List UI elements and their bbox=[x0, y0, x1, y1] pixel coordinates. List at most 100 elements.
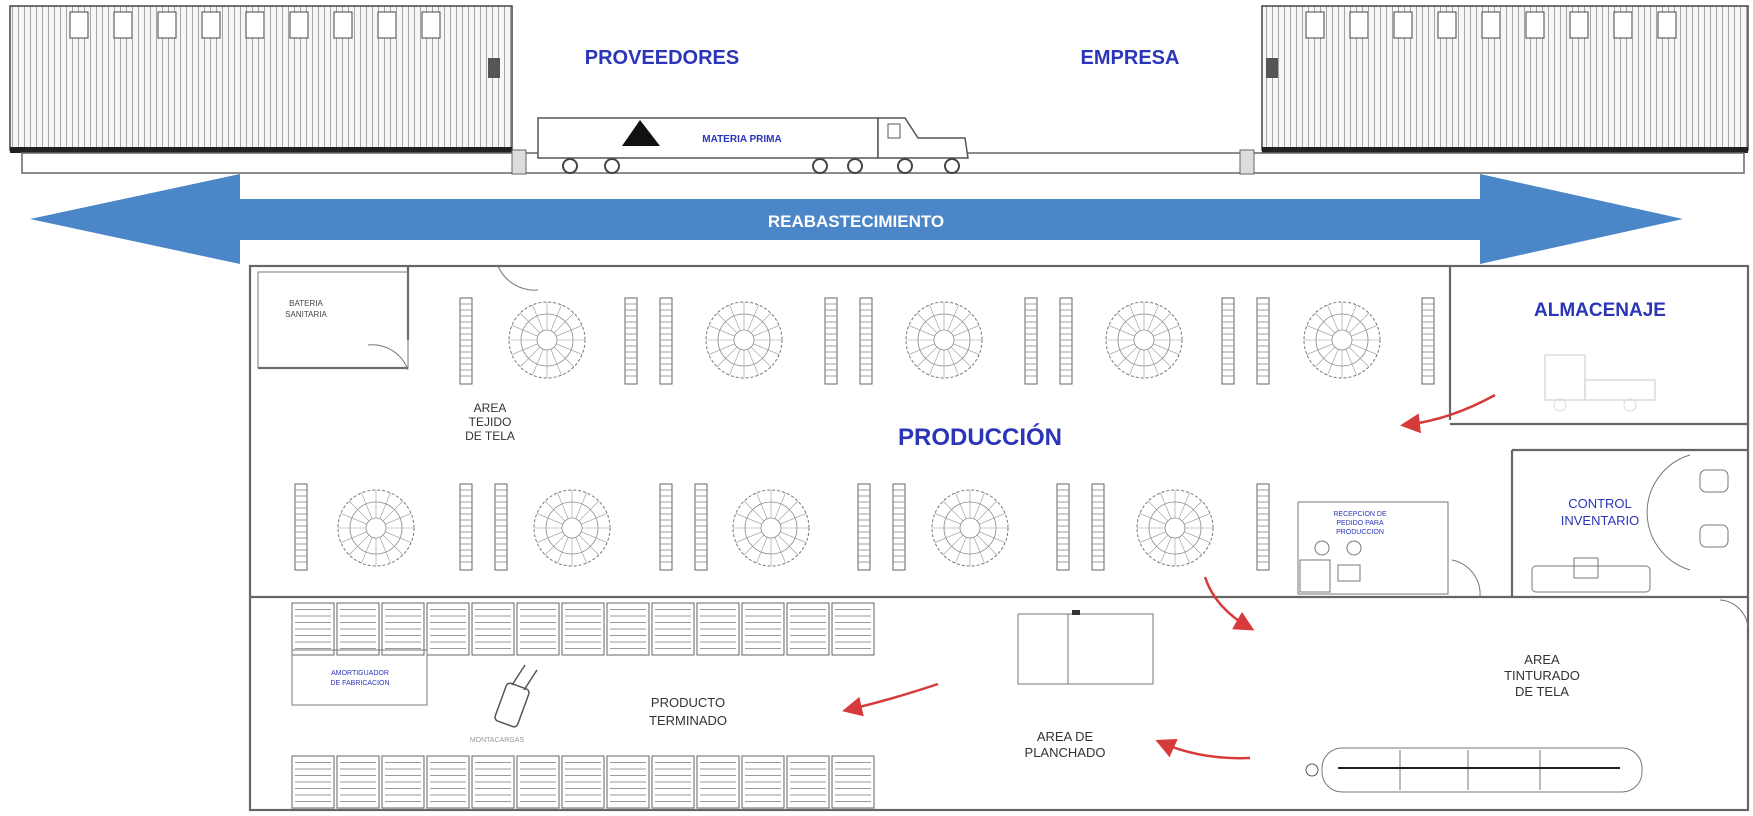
shelf-rack-icon bbox=[426, 755, 470, 809]
window-icon bbox=[1613, 11, 1633, 39]
shelf-rack-icon bbox=[1256, 297, 1270, 385]
amortiguador-label-2: DE FABRICACION bbox=[330, 680, 389, 687]
producto-label-1: PRODUCTO bbox=[651, 695, 725, 710]
shelf-rack-icon bbox=[516, 755, 560, 809]
knitting-machine-icon bbox=[1303, 301, 1381, 379]
window-icon bbox=[1481, 11, 1501, 39]
flow-arrow-icon bbox=[842, 393, 1496, 760]
shelf-rack-icon bbox=[1091, 483, 1105, 571]
planchado-label-2: PLANCHADO bbox=[1025, 745, 1106, 760]
area-tejido-3: DE TELA bbox=[465, 429, 515, 443]
knitting-machine-icon bbox=[337, 489, 415, 567]
recepcion-label-1: RECEPCION DE bbox=[1333, 511, 1387, 518]
almacenaje-label: ALMACENAJE bbox=[1534, 300, 1666, 321]
dyeing-machine-icon bbox=[1305, 747, 1643, 793]
control-label-1: CONTROL bbox=[1568, 496, 1632, 511]
shelf-rack-icon bbox=[294, 483, 308, 571]
window-icon bbox=[289, 11, 309, 39]
shelf-rack-icon bbox=[471, 755, 515, 809]
window-icon bbox=[1349, 11, 1369, 39]
shelf-rack-icon bbox=[426, 602, 470, 656]
shelf-rack-icon bbox=[291, 755, 335, 809]
shelf-rack-icon bbox=[459, 483, 473, 571]
empresa-label: EMPRESA bbox=[1081, 47, 1180, 69]
knitting-machine-icon bbox=[533, 489, 611, 567]
shelf-rack-icon bbox=[1056, 483, 1070, 571]
window-icon bbox=[157, 11, 177, 39]
window-icon bbox=[245, 11, 265, 39]
knitting-machine-icon bbox=[931, 489, 1009, 567]
reabastecimiento-label: REABASTECIMIENTO bbox=[768, 212, 944, 231]
window-icon bbox=[1569, 11, 1589, 39]
window-icon bbox=[201, 11, 221, 39]
amortiguador-label-1: AMORTIGUADOR bbox=[331, 670, 389, 677]
shelf-rack-icon bbox=[741, 755, 785, 809]
shelf-rack-icon bbox=[561, 755, 605, 809]
shelf-rack-icon bbox=[336, 755, 380, 809]
tinturado-label-3: DE TELA bbox=[1515, 684, 1569, 699]
bateria-label-1: BATERIA bbox=[289, 299, 323, 308]
window-icon bbox=[1437, 11, 1457, 39]
tinturado-label-1: AREA bbox=[1524, 652, 1560, 667]
window-icon bbox=[1525, 11, 1545, 39]
shelf-rack-icon bbox=[1024, 297, 1038, 385]
forklift-icon: MONTACARGAS bbox=[470, 664, 538, 744]
bateria-label-2: SANITARIA bbox=[285, 310, 327, 319]
recepcion-room: RECEPCION DE PEDIDO PARA PRODUCCION bbox=[1297, 501, 1449, 595]
company-warehouse-icon bbox=[1261, 5, 1749, 153]
floor-plan bbox=[248, 264, 1750, 812]
shelf-rack-icon bbox=[892, 483, 906, 571]
shelf-rack-icon bbox=[606, 602, 650, 656]
montacargas-label: MONTACARGAS bbox=[470, 737, 525, 744]
knitting-machine-icon bbox=[1136, 489, 1214, 567]
office-furniture-icon bbox=[1531, 454, 1729, 593]
proveedores-label: PROVEEDORES bbox=[585, 47, 739, 69]
shelf-rack-icon bbox=[516, 602, 560, 656]
shelf-rack-icon bbox=[659, 483, 673, 571]
shelf-rack-icon bbox=[381, 602, 425, 656]
supplier-warehouse-icon bbox=[9, 5, 513, 153]
planchado-label-1: AREA DE bbox=[1037, 729, 1094, 744]
knitting-machine-icon bbox=[1105, 301, 1183, 379]
window-icon bbox=[1657, 11, 1677, 39]
shelf-rack-icon bbox=[786, 755, 830, 809]
shelf-rack-icon bbox=[659, 297, 673, 385]
shelf-rack-icon bbox=[494, 483, 508, 571]
shelf-rack-icon bbox=[651, 755, 695, 809]
shelf-rack-icon bbox=[786, 602, 830, 656]
window-icon bbox=[69, 11, 89, 39]
shelf-rack-icon bbox=[1059, 297, 1073, 385]
shelf-rack-icon bbox=[694, 483, 708, 571]
shelf-rack-icon bbox=[561, 602, 605, 656]
shelf-rack-icon bbox=[606, 755, 650, 809]
shelf-rack-icon bbox=[859, 297, 873, 385]
window-icon bbox=[113, 11, 133, 39]
office-chair-icon bbox=[1314, 540, 1330, 556]
shelf-rack-icon bbox=[471, 602, 515, 656]
shelf-rack-icon bbox=[381, 755, 425, 809]
shelf-rack-icon bbox=[291, 602, 335, 656]
shelf-rack-icon bbox=[741, 602, 785, 656]
double-arrow-icon bbox=[30, 174, 1683, 264]
finished-goods-shelves bbox=[291, 602, 875, 809]
shelf-rack-icon bbox=[696, 755, 740, 809]
ironing-table-icon bbox=[1017, 610, 1154, 685]
shelf-rack-icon bbox=[651, 602, 695, 656]
produccion-label: PRODUCCIÓN bbox=[898, 423, 1062, 451]
materia-prima-label: MATERIA PRIMA bbox=[702, 134, 781, 145]
shelf-rack-icon bbox=[1221, 297, 1235, 385]
almacenaje-forklift-icon bbox=[1544, 354, 1656, 412]
knitting-machine-icon bbox=[705, 301, 783, 379]
knitting-machines bbox=[337, 301, 1381, 567]
shelf-rack-icon bbox=[857, 483, 871, 571]
knitting-machine-icon bbox=[732, 489, 810, 567]
area-tejido-2: TEJIDO bbox=[469, 415, 512, 429]
shelf-rack-icon bbox=[1256, 483, 1270, 571]
recepcion-label-2: PEDIDO PARA bbox=[1336, 520, 1384, 527]
window-icon bbox=[421, 11, 441, 39]
window-icon bbox=[1305, 11, 1325, 39]
shelf-rack-icon bbox=[831, 755, 875, 809]
window-icon bbox=[1393, 11, 1413, 39]
knitting-machine-icon bbox=[905, 301, 983, 379]
